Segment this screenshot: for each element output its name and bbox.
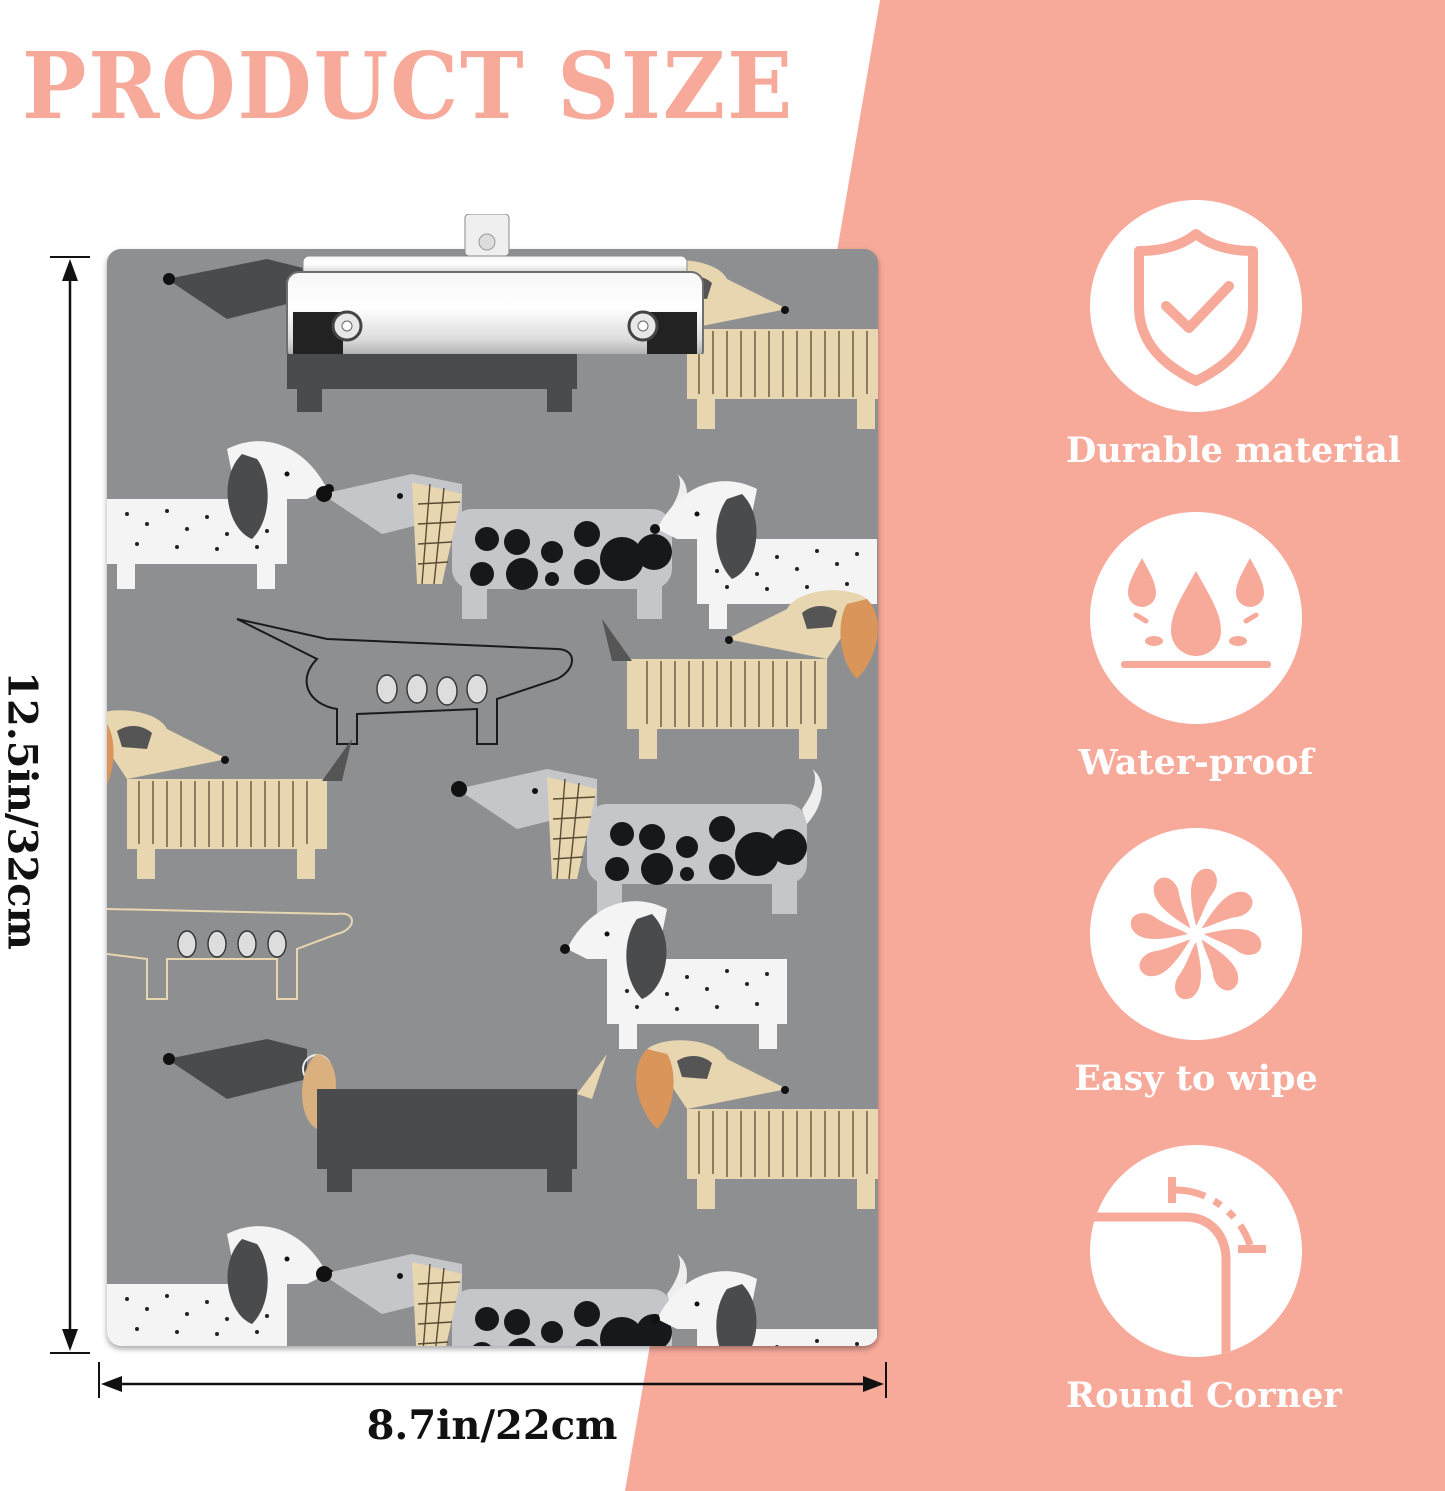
shield-check-icon	[1134, 229, 1258, 386]
feature-round-corner: Round Corner	[1066, 1145, 1342, 1416]
water-drops-icon	[1121, 558, 1271, 668]
feature-easy-wipe: Easy to wipe	[1066, 828, 1326, 1099]
feature-circle	[1090, 200, 1302, 412]
height-label: 12.5in/32cm	[0, 671, 46, 950]
height-dimension-arrow	[50, 256, 90, 1354]
feature-label: Round Corner	[1066, 1375, 1342, 1416]
feature-label: Easy to wipe	[1074, 1058, 1318, 1099]
feature-durable: Durable material	[1066, 200, 1401, 471]
feature-waterproof: Water-proof	[1066, 512, 1326, 783]
metal-clip	[286, 214, 704, 354]
feature-label: Durable material	[1066, 430, 1401, 471]
feature-circle	[1090, 1145, 1302, 1357]
clipboard-board	[107, 249, 878, 1346]
dachshund-pattern	[107, 259, 878, 1346]
width-dimension-arrow	[98, 1362, 887, 1398]
round-corner-icon	[1090, 1177, 1266, 1357]
page-title: PRODUCT SIZE	[22, 32, 795, 140]
clipboard	[107, 214, 878, 1346]
feature-label: Water-proof	[1078, 742, 1314, 783]
width-label: 8.7in/22cm	[366, 1402, 618, 1449]
feature-circle	[1090, 828, 1302, 1040]
feature-circle	[1090, 512, 1302, 724]
swirl-wipe-icon	[1130, 868, 1262, 1000]
